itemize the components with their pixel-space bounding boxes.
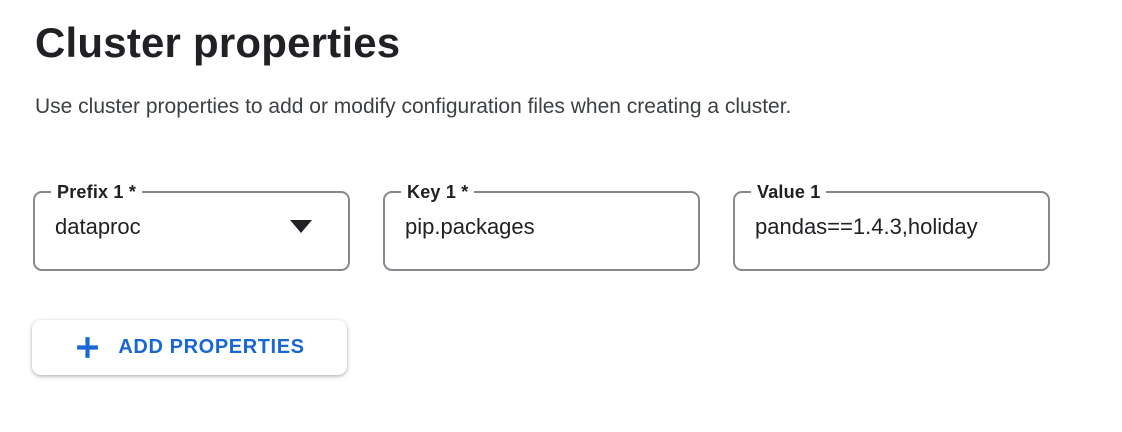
key-field-label: Key 1 * — [407, 181, 469, 202]
property-row-1: Prefix 1 * dataproc Key 1 * Value 1 — [33, 181, 1122, 271]
value-field: Value 1 — [733, 181, 1050, 271]
add-properties-button[interactable]: ADD PROPERTIES — [32, 319, 347, 375]
plus-icon — [74, 334, 101, 361]
prefix-field-label: Prefix 1 * — [57, 181, 137, 202]
dropdown-arrow-icon — [290, 220, 312, 234]
value-input[interactable] — [755, 213, 1034, 240]
key-field: Key 1 * — [383, 181, 700, 271]
value-field-label: Value 1 — [757, 181, 821, 202]
cluster-properties-section: Cluster properties Use cluster propertie… — [0, 18, 1122, 432]
page-title: Cluster properties — [35, 19, 401, 66]
add-properties-button-label: ADD PROPERTIES — [118, 335, 305, 358]
prefix-select[interactable]: dataproc — [55, 214, 334, 240]
prefix-selected-value: dataproc — [55, 213, 141, 239]
page-description: Use cluster properties to add or modify … — [35, 95, 792, 119]
key-input[interactable] — [405, 213, 684, 240]
prefix-field: Prefix 1 * dataproc — [33, 181, 350, 271]
